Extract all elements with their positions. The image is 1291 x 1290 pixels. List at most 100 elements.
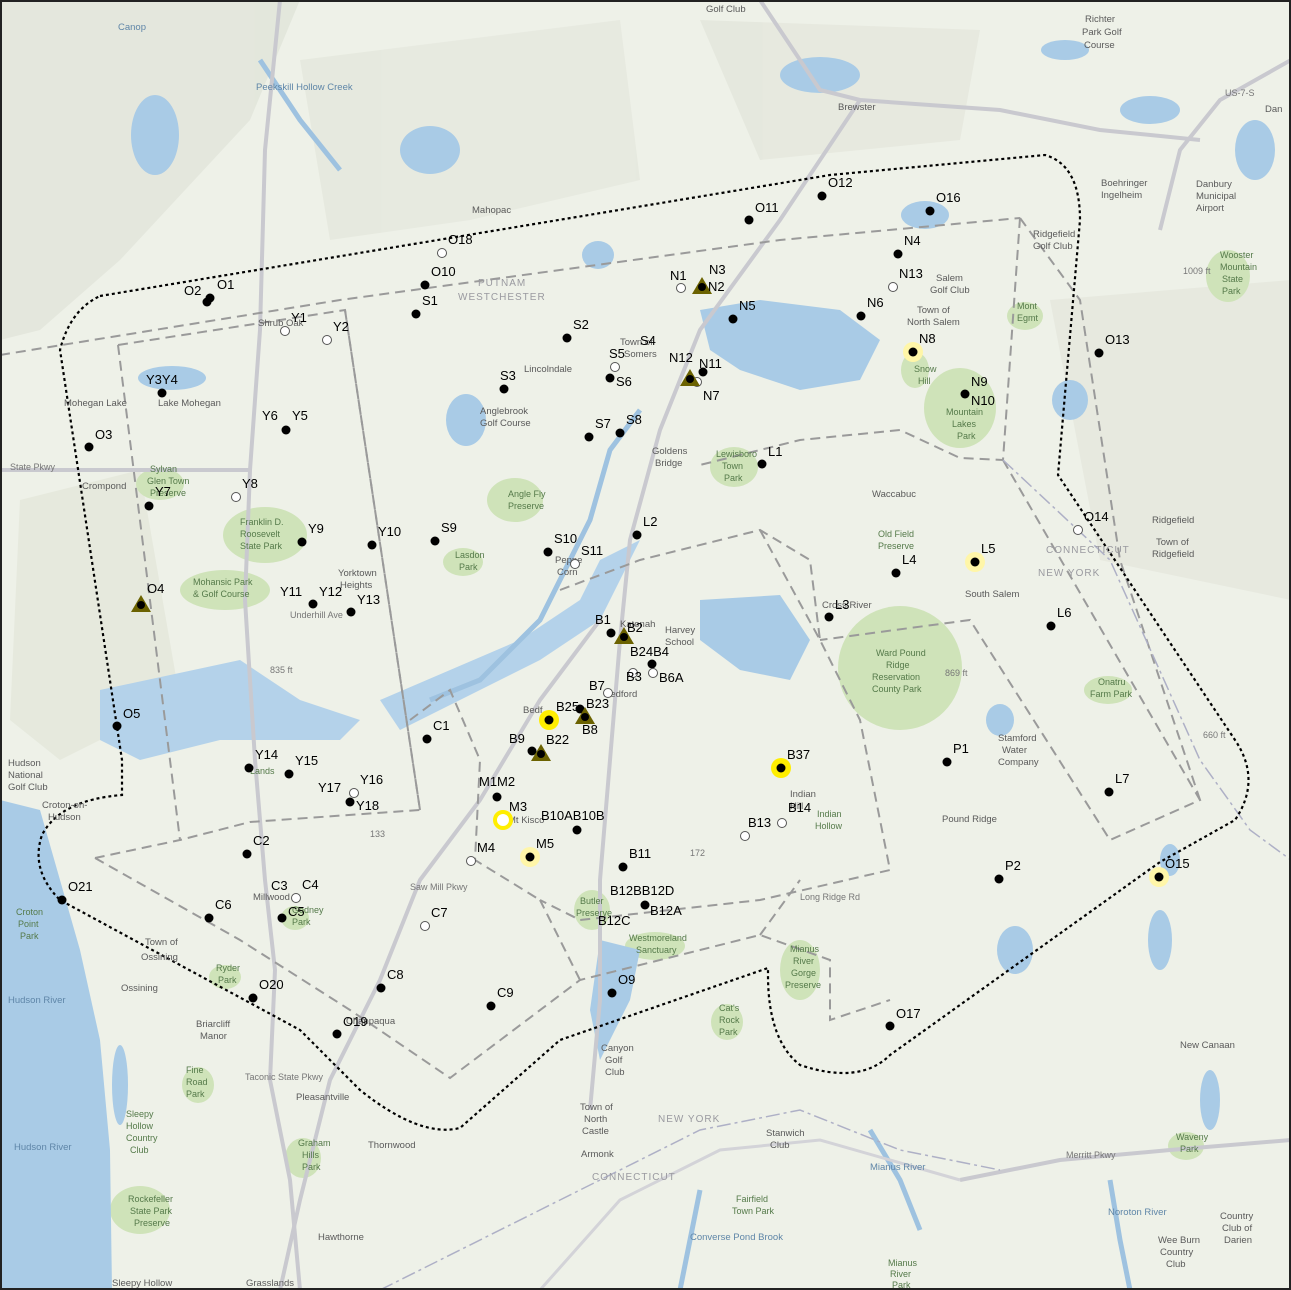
station-b14[interactable]: B14 [777, 800, 812, 828]
station-b24b4[interactable]: B24B4 [630, 644, 669, 669]
station-o12[interactable]: O12 [817, 175, 853, 201]
station-n2[interactable]: N2 [692, 277, 725, 294]
station-o9[interactable]: O9 [607, 972, 636, 998]
station-m5[interactable]: M5 [520, 836, 554, 867]
station-s1[interactable]: S1 [411, 293, 438, 319]
station-o16[interactable]: O16 [925, 190, 961, 216]
station-s11[interactable]: S11 [570, 543, 604, 569]
station-o11[interactable]: O11 [744, 200, 779, 225]
station-b12c[interactable]: B12C [598, 913, 631, 928]
station-y7[interactable]: Y7 [144, 484, 171, 511]
station-y16[interactable]: Y16 [349, 772, 384, 798]
station-o13[interactable]: O13 [1094, 332, 1130, 358]
station-s6[interactable]: S6 [605, 373, 632, 390]
station-l6[interactable]: L6 [1046, 605, 1072, 631]
station-m1m2[interactable]: M1M2 [479, 774, 515, 802]
station-s9[interactable]: S9 [430, 520, 457, 546]
station-s10[interactable]: S10 [543, 531, 578, 557]
station-c2[interactable]: C2 [242, 833, 270, 859]
station-l3[interactable]: L3 [824, 597, 850, 622]
station-b25[interactable]: B25 [539, 699, 579, 730]
station-y18[interactable]: Y18 [345, 797, 380, 814]
station-n6[interactable]: N6 [856, 295, 884, 321]
station-c6[interactable]: C6 [204, 897, 232, 923]
station-b10ab10b[interactable]: B10AB10B [541, 808, 605, 835]
station-y10[interactable]: Y10 [367, 524, 402, 550]
station-c4[interactable]: C4 [291, 877, 319, 903]
station-o21[interactable]: O21 [57, 879, 93, 905]
station-s5[interactable]: S5 [609, 346, 625, 372]
station-l4[interactable]: L4 [891, 552, 917, 578]
station-y6[interactable]: Y6 [262, 408, 278, 423]
station-m3[interactable]: M3 [493, 799, 527, 830]
station-c9[interactable]: C9 [486, 985, 514, 1011]
station-o10[interactable]: O10 [420, 264, 456, 290]
station-n3[interactable]: N3 [709, 262, 726, 277]
station-y1[interactable]: Y1 [280, 310, 307, 336]
station-o5[interactable]: O5 [112, 706, 141, 731]
station-l5[interactable]: L5 [965, 541, 995, 572]
station-s4[interactable]: S4 [640, 333, 656, 348]
station-b6a[interactable]: B6A [648, 668, 684, 686]
station-n10[interactable]: N10 [971, 393, 995, 408]
station-b7[interactable]: B7 [589, 678, 613, 698]
station-n1[interactable]: N1 [670, 268, 687, 293]
station-o20[interactable]: O20 [248, 977, 284, 1003]
station-n9[interactable]: N9 [960, 374, 988, 399]
station-b2[interactable]: B2 [614, 620, 643, 644]
station-o19[interactable]: O19 [332, 1014, 368, 1039]
station-y17[interactable]: Y17 [318, 780, 341, 795]
station-n11[interactable]: N11 [698, 356, 722, 377]
station-o2[interactable]: O2 [184, 283, 212, 307]
station-o17[interactable]: O17 [885, 1006, 921, 1031]
station-y9[interactable]: Y9 [297, 521, 324, 547]
station-y8[interactable]: Y8 [231, 476, 258, 502]
station-b9[interactable]: B9 [509, 731, 537, 756]
station-l7[interactable]: L7 [1104, 771, 1130, 797]
station-s8[interactable]: S8 [615, 412, 642, 438]
station-b12a[interactable]: B12A [650, 903, 682, 918]
station-b22[interactable]: B22 [531, 732, 569, 761]
station-p2[interactable]: P2 [994, 858, 1021, 884]
station-p1[interactable]: P1 [942, 741, 969, 767]
station-s2[interactable]: S2 [562, 317, 589, 343]
station-n5[interactable]: N5 [728, 298, 756, 324]
station-b13[interactable]: B13 [740, 815, 772, 841]
station-c7[interactable]: C7 [420, 905, 448, 931]
station-o15[interactable]: O15 [1149, 856, 1190, 887]
station-b11[interactable]: B11 [618, 846, 652, 872]
station-o4[interactable]: O4 [131, 581, 164, 612]
station-n8[interactable]: N8 [903, 331, 936, 362]
station-c5[interactable]: C5 [277, 904, 305, 923]
station-b12b[interactable]: B12BB12D [610, 883, 674, 910]
station-y15[interactable]: Y15 [284, 753, 319, 779]
station-y5[interactable]: Y5 [281, 408, 308, 435]
station-c8[interactable]: C8 [376, 967, 404, 993]
station-b37[interactable]: B37 [771, 747, 810, 778]
station-b3[interactable]: B3 [626, 668, 642, 685]
station-s7[interactable]: S7 [584, 416, 611, 442]
station-n12[interactable]: N12 [669, 350, 700, 386]
station-b23[interactable]: B23 [575, 696, 610, 714]
station-o18[interactable]: O18 [437, 232, 473, 258]
station-s3[interactable]: S3 [499, 368, 516, 394]
station-y2[interactable]: Y2 [322, 319, 349, 345]
station-n4[interactable]: N4 [893, 233, 921, 259]
station-c1[interactable]: C1 [422, 718, 450, 744]
station-y12[interactable]: Y12 [308, 584, 343, 609]
open-circle-b14 [777, 818, 787, 828]
station-y14[interactable]: Y14 [244, 747, 279, 773]
station-l2[interactable]: L2 [632, 514, 658, 540]
station-o14[interactable]: O14 [1073, 509, 1109, 535]
station-l1[interactable]: L1 [757, 444, 783, 469]
station-c3[interactable]: C3 [271, 878, 288, 893]
station-o3[interactable]: O3 [84, 427, 113, 452]
station-b8[interactable]: B8 [575, 707, 598, 737]
station-m4[interactable]: M4 [466, 840, 496, 866]
station-y13[interactable]: Y13 [346, 592, 381, 617]
station-y3y4[interactable]: Y3Y4 [146, 372, 178, 398]
station-b1[interactable]: B1 [595, 612, 616, 638]
station-n13[interactable]: N13 [888, 266, 923, 292]
station-y11[interactable]: Y11 [280, 584, 302, 599]
